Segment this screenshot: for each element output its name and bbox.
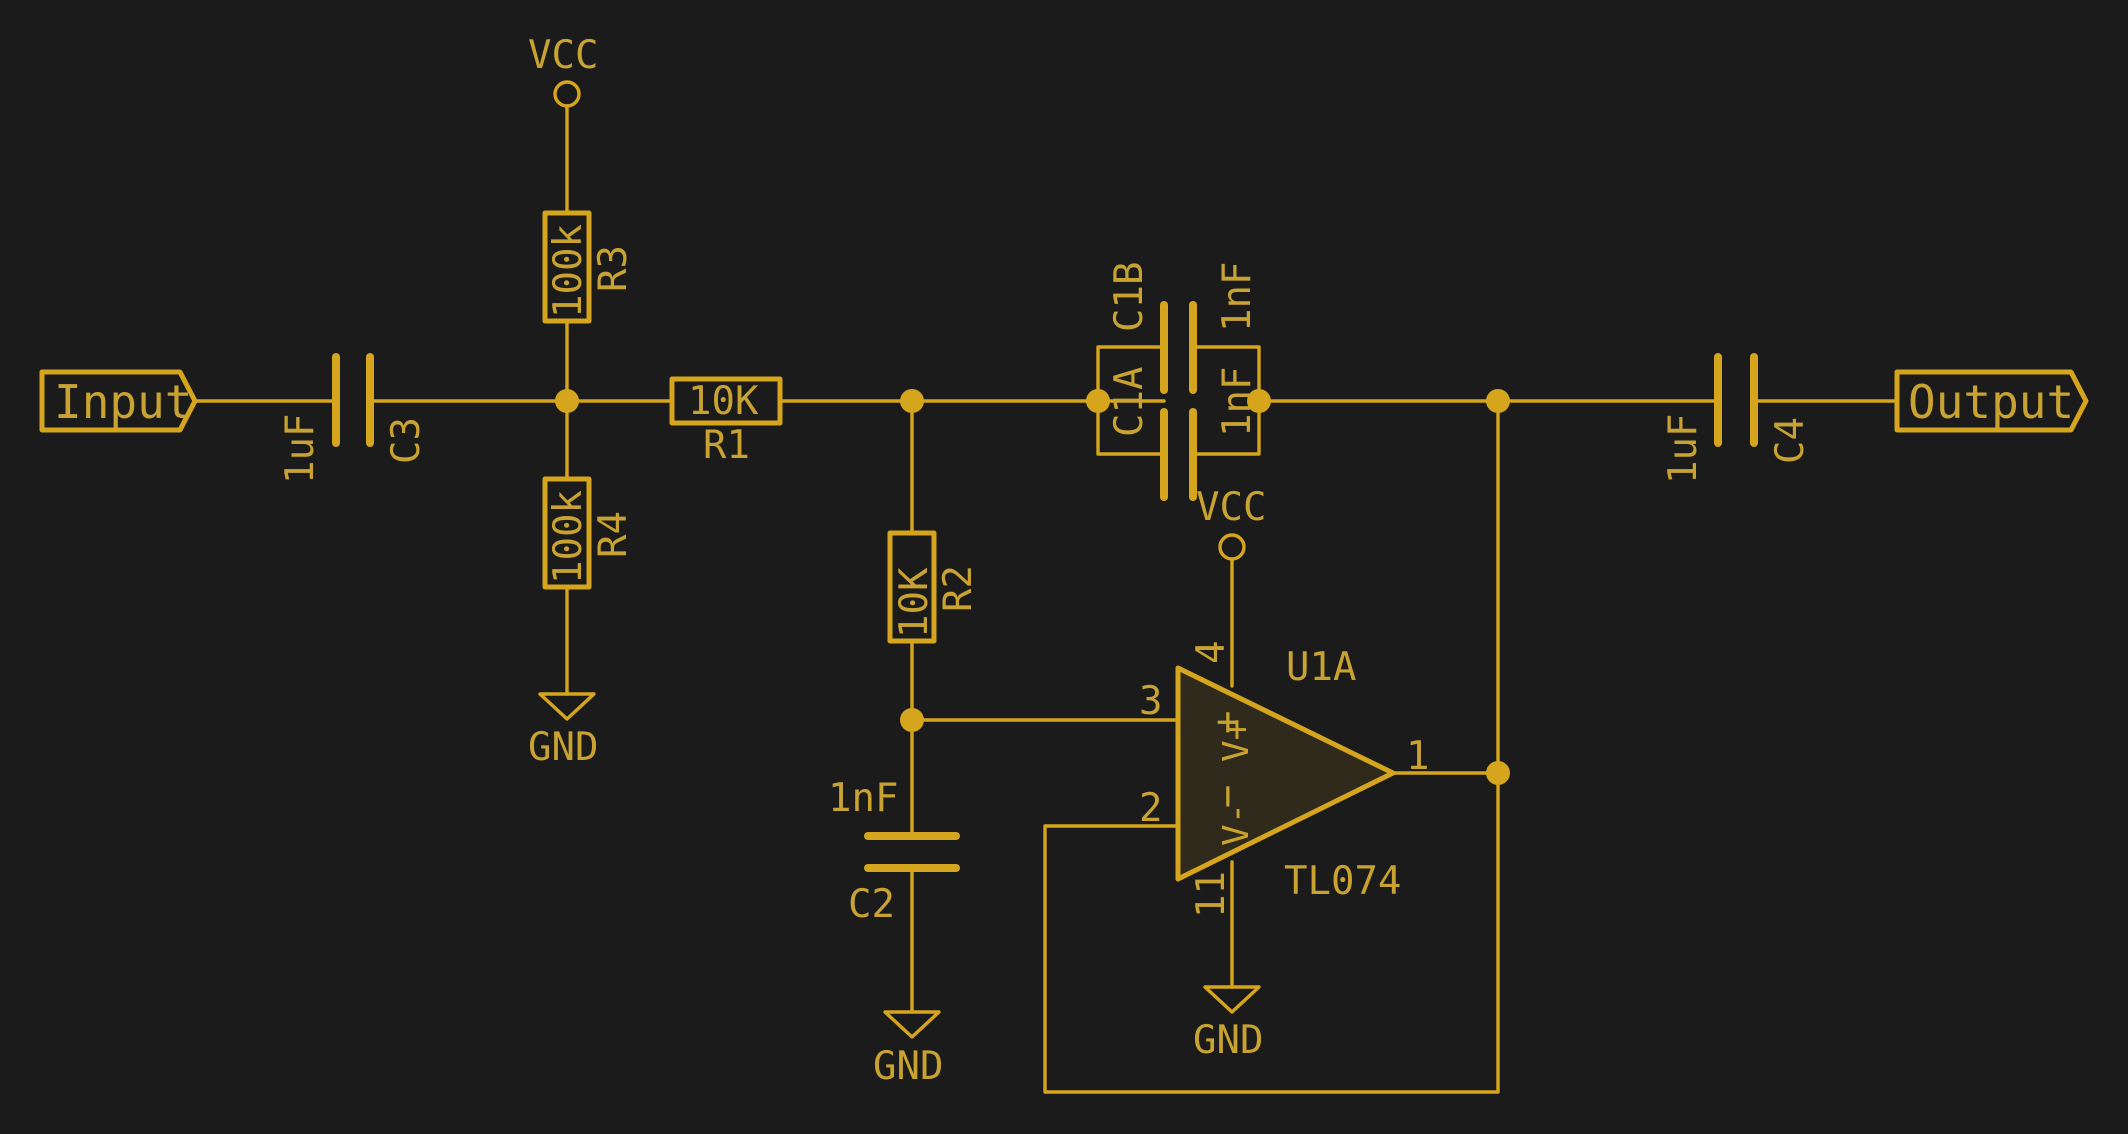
r4-value: 100k [546,490,591,584]
vcc-opamp-circle [1218,533,1246,561]
c1a-lead-left [1096,345,1166,403]
c2-ref: C2 [848,882,895,927]
capacitor-c1[interactable]: C1A 1nF C1B 1nF [1096,262,1261,501]
opamp-ref: U1A [1286,645,1356,690]
input-port-label: Input [54,375,192,429]
junction-c1-right [1247,389,1271,413]
gnd-symbol-c2: GND [873,1010,943,1089]
c3-value: 1uF [278,414,323,484]
vcc-symbol-top: VCC [528,33,598,108]
c4-ref: C4 [1768,417,1813,464]
gnd-c2-triangle [883,1010,941,1039]
opamp-value: TL074 [1284,859,1401,904]
c1b-lead-left [1096,399,1166,456]
opamp-vpos-label: V+ [1216,719,1257,762]
gnd-r4-label: GND [528,725,598,770]
capacitor-c4[interactable]: 1uF C4 [1661,353,1813,484]
resistor-r4[interactable]: 100k R4 [542,476,636,590]
vcc-top-label: VCC [528,33,598,78]
gnd-r4-triangle [538,692,596,721]
junction-output-top [1486,389,1510,413]
c1b-value: 1nF [1215,262,1260,332]
c1b-lead-right [1191,399,1261,456]
input-port-shape [39,369,198,433]
c1a-lead-right [1191,345,1261,403]
capacitor-c3[interactable]: 1uF C3 [278,353,429,484]
resistor-r3[interactable]: 100k R3 [542,210,636,324]
junction-opamp-output [1486,761,1510,785]
gnd-symbol-r4: GND [528,692,598,770]
gnd-c2-label: GND [873,1044,943,1089]
gnd-opamp-label: GND [1193,1018,1263,1063]
junction-divider [555,389,579,413]
vcc-opamp-label: VCC [1196,485,1266,530]
junction-r2-c2 [900,708,924,732]
c1a-ref: C1A [1107,367,1152,437]
r1-body [669,376,783,426]
junction-r1-r2 [900,389,924,413]
opamp-triangle [1175,665,1396,882]
c2-value: 1nF [828,776,898,821]
opamp-minus-sign: − [1205,785,1250,808]
opamp-plus-sign: + [1205,711,1250,734]
capacitor-c2[interactable]: 1nF C2 [828,776,960,927]
gnd-symbol-opamp: GND [1193,985,1263,1063]
r2-value: 10K [892,567,937,638]
opamp-pin-4: 4 [1189,641,1234,664]
output-port-shape [1894,369,2089,433]
r1-ref: R1 [703,423,750,468]
opamp-vneg-label: V- [1216,803,1257,846]
opamp-pin-3: 3 [1139,679,1162,724]
junction-c1-left [1086,389,1110,413]
input-port[interactable]: Input [39,369,198,433]
r2-ref: R2 [936,565,981,612]
r4-ref: R4 [591,511,636,558]
r3-value: 100k [546,224,591,318]
resistor-r1[interactable]: 10K R1 [669,376,783,468]
c3-ref: C3 [384,417,429,464]
opamp-u1a[interactable]: VCC + − V+ V- 3 2 1 4 11 U1A TL074 [1139,485,1429,989]
opamp-pin-2: 2 [1139,786,1162,831]
vcc-top-circle [553,80,581,108]
r3-ref: R3 [591,245,636,292]
r1-value: 10K [688,379,759,424]
resistor-r2[interactable]: 10K R2 [887,530,981,644]
output-port-label: Output [1908,375,2074,429]
opamp-pin-1: 1 [1406,734,1429,779]
output-port[interactable]: Output [1894,369,2089,433]
c1b-ref: C1B [1107,262,1152,332]
wire-feedback-loop [1043,824,1500,1094]
opamp-pin-11: 11 [1189,871,1234,918]
c4-value: 1uF [1661,414,1706,484]
gnd-opamp-triangle [1203,985,1261,1014]
